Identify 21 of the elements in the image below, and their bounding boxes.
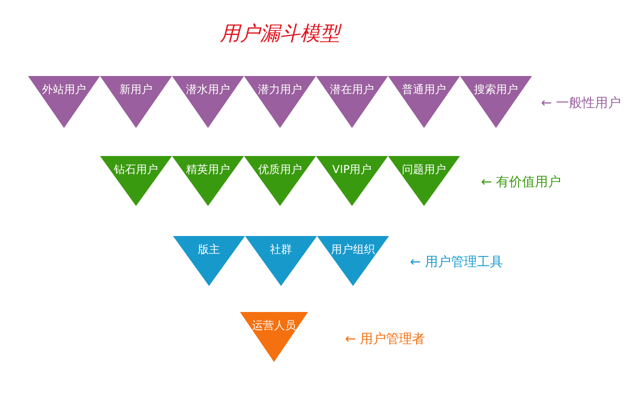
- segment-label: 搜索用户: [473, 82, 519, 97]
- segment-label: 用户组织: [330, 242, 376, 257]
- segment-label: 社群: [269, 242, 293, 257]
- title: 用户漏斗模型: [219, 20, 343, 47]
- segment-label: 潜在用户: [329, 82, 375, 97]
- segment-label: 问题用户: [401, 162, 447, 177]
- segment-label: 版主: [197, 242, 221, 257]
- segment-label: 潜水用户: [185, 82, 231, 97]
- segment-label: 潜力用户: [257, 82, 303, 97]
- segment-label: 普通用户: [401, 82, 447, 97]
- tier-label: ← 有价值用户: [481, 174, 562, 191]
- segment-label: 精英用户: [185, 162, 231, 177]
- segment-label: 优质用户: [257, 162, 303, 177]
- segment-label: 运营人员: [251, 318, 297, 333]
- segment-label: 新用户: [118, 82, 154, 97]
- segment-label: 钻石用户: [113, 162, 159, 177]
- segment-label: VIP用户: [331, 162, 373, 177]
- tier-label: ← 用户管理工具: [410, 254, 504, 271]
- tier-label: ← 一般性用户: [541, 95, 622, 112]
- tier-label: ← 用户管理者: [345, 331, 426, 348]
- segment-label: 外站用户: [41, 82, 87, 97]
